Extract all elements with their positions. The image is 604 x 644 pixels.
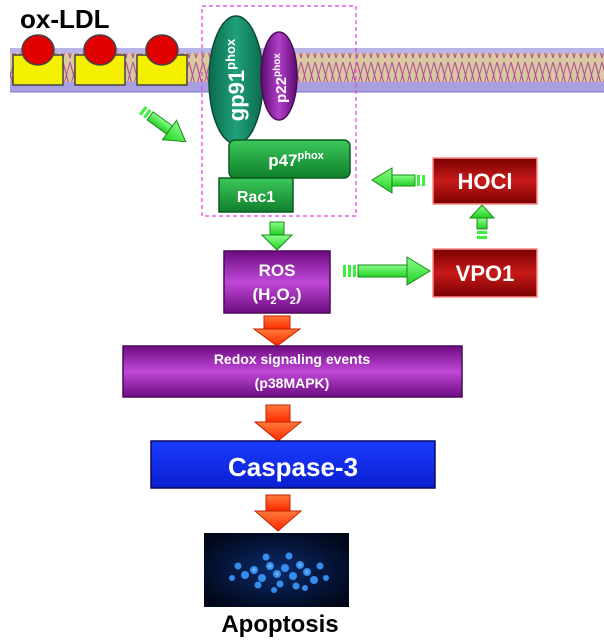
vpo1-box: VPO1 <box>432 248 538 298</box>
ldl-receptor-2 <box>74 34 126 86</box>
apoptosis-label: Apoptosis <box>221 611 338 638</box>
apoptotic-cells-image <box>204 533 349 607</box>
ldl-receptor-1 <box>12 34 64 86</box>
p47-sup: phox <box>298 150 325 162</box>
arrow-hocl-to-nox <box>371 167 425 194</box>
ox-ldl-particle <box>21 34 55 66</box>
gp91phox-subunit: gp91phox <box>208 15 264 145</box>
vpo1-label: VPO1 <box>456 261 515 286</box>
redox-signaling-box: Redox signaling events (p38MAPK) <box>122 345 463 398</box>
arrow-caspase-to-apoptosis <box>253 494 303 532</box>
arrow-vpo1-to-hocl <box>468 204 496 239</box>
gp91-label: gp91 <box>224 70 249 121</box>
ldl-receptor-3 <box>136 34 188 86</box>
p22-sup: phox <box>272 53 283 77</box>
redox-line2: (p38MAPK) <box>255 375 330 391</box>
ros-label: ROS <box>259 261 296 280</box>
rac1-label: Rac1 <box>237 189 275 206</box>
nox-complex-box <box>201 5 357 217</box>
ros-box: ROS (H2O2) <box>223 250 331 314</box>
hocl-box: HOCl <box>432 157 538 205</box>
arrow-nox-to-ros <box>260 221 294 251</box>
hocl-label: HOCl <box>458 169 513 194</box>
svg-text:p47phox: p47phox <box>268 150 324 170</box>
p22phox-subunit: p22phox <box>260 31 298 121</box>
p47-label: p47 <box>268 151 297 170</box>
gp91-sup: phox <box>223 38 238 70</box>
ox-ldl-particle <box>145 34 179 66</box>
rac1-box: Rac1 <box>218 177 294 213</box>
caspase-3-box: Caspase-3 <box>150 440 436 489</box>
p47phox-subunit: p47phox <box>228 139 351 179</box>
arrow-ros-to-vpo1 <box>343 256 431 286</box>
arrow-ldl-to-nox <box>139 105 187 143</box>
ox-ldl-label: ox-LDL <box>20 4 110 34</box>
redox-line1: Redox signaling events <box>214 351 371 367</box>
svg-text:p22phox: p22phox <box>272 53 290 103</box>
p22-label: p22 <box>273 77 290 103</box>
ox-ldl-particle <box>83 34 117 66</box>
caspase-3-label: Caspase-3 <box>228 452 358 482</box>
arrow-redox-to-caspase <box>253 404 303 442</box>
arrow-ros-to-redox <box>252 315 302 347</box>
svg-text:gp91phox: gp91phox <box>223 38 249 121</box>
h2o2-label: (H2O2) <box>252 285 301 307</box>
